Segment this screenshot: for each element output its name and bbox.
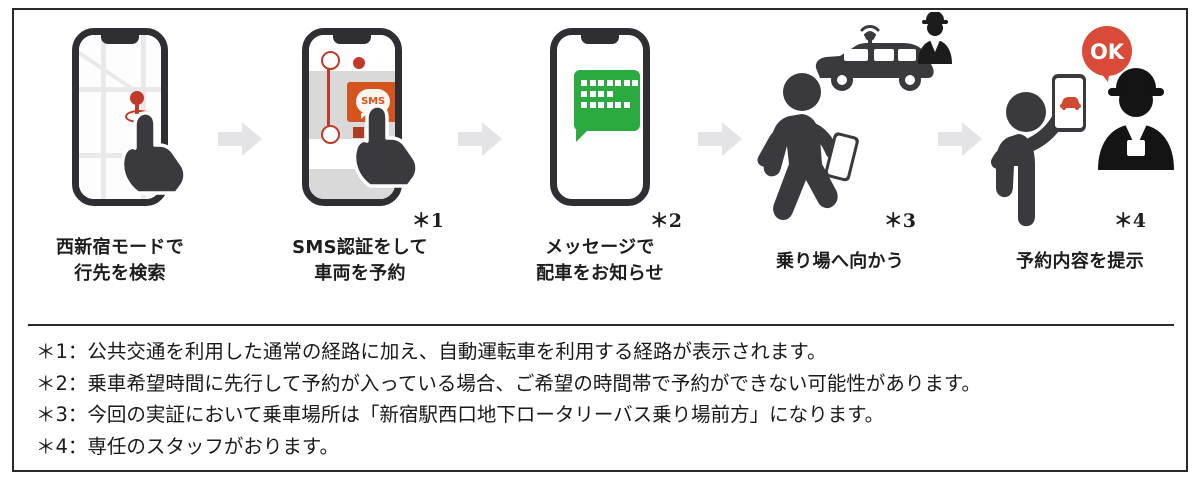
map-road xyxy=(101,35,106,199)
message-screen xyxy=(557,35,643,199)
ok-badge-icon: OK xyxy=(1082,26,1132,82)
footnote-marker-2: ＊2 xyxy=(649,210,682,232)
destination-square xyxy=(353,127,364,138)
passenger-person-icon xyxy=(991,74,1086,227)
flow-step-4-caption: 乗り場へ向かう xyxy=(742,235,938,275)
arrow-right-icon xyxy=(218,122,262,156)
message-text-line xyxy=(581,102,630,108)
content-frame xyxy=(12,8,1188,472)
footnote-item: ＊1：公共交通を利用した通常の経路に加え、自動運転車を利用する経路が表示されます… xyxy=(36,340,827,363)
phone-sms-auth-icon: SMS ＊1 xyxy=(262,10,458,235)
walking-person-icon xyxy=(757,73,859,220)
map-road xyxy=(79,87,161,92)
section-divider xyxy=(28,324,1174,326)
caption-line: 予約内容を提示 xyxy=(1015,251,1145,272)
flow-step-2-caption: SMS認証をして 車両を予約 xyxy=(262,235,458,287)
caption-line: 西新宿モードで xyxy=(55,237,185,258)
phone-notch xyxy=(333,35,371,44)
caption-line: SMS認証をして xyxy=(292,237,428,258)
staff-person-icon xyxy=(1098,68,1174,170)
flow-step-4: ＊3 乗り場へ向かう xyxy=(742,10,952,310)
timeline-node-end xyxy=(321,125,340,144)
phone-notch xyxy=(581,35,619,44)
caption-line: 行先を検索 xyxy=(74,263,166,284)
staff-person-small-icon xyxy=(918,12,952,64)
flow-step-1: 西新宿モードで 行先を検索 xyxy=(22,10,218,310)
phone-message-icon: ＊2 xyxy=(502,10,698,235)
caption-line: 乗り場へ向かう xyxy=(775,251,905,272)
phone-notch xyxy=(101,35,139,44)
footnote-item: ＊4：専任のスタッフがおります。 xyxy=(36,434,339,458)
message-text-line xyxy=(581,80,638,86)
pointing-hand-icon xyxy=(352,104,419,188)
walking-person-car-icon: ＊3 xyxy=(742,10,952,235)
message-text-line xyxy=(581,91,613,97)
pointing-hand-icon xyxy=(120,111,187,195)
footnotes-list: ＊1：公共交通を利用した通常の経路に加え、自動運転車を利用する経路が表示されます… xyxy=(36,336,1172,462)
arrow-right-icon xyxy=(458,122,502,156)
arrow-right-icon xyxy=(698,122,742,156)
footnote-marker-3: ＊3 xyxy=(883,210,916,232)
flow-step-5: OK xyxy=(982,10,1178,310)
flow-step-3-caption: メッセージで 配車をお知らせ xyxy=(502,235,698,287)
footnote-item: ＊2：乗車希望時間に先行して予約が入っている場合、ご希望の時間帯で予約ができない… xyxy=(36,371,981,395)
map-road xyxy=(79,153,161,158)
phone-map-search-icon xyxy=(22,10,218,235)
footnote-item: ＊3：今回の実証において乗車場所は「新宿駅西口地下ロータリーバス乗り場前方」にな… xyxy=(36,403,885,426)
show-reservation-staff-icon: OK xyxy=(982,10,1178,235)
caption-line: 車両を予約 xyxy=(314,263,406,284)
autonomous-vehicle-icon xyxy=(815,25,934,91)
caption-line: 配車をお知らせ xyxy=(536,263,664,284)
timeline-node-start xyxy=(321,51,340,70)
car-thumbnail-icon xyxy=(1060,97,1081,110)
flow-step-2: SMS ＊1 SMS認証をして 車両を予約 xyxy=(262,10,458,310)
flow-step-3: ＊2 メッセージで 配車をお知らせ xyxy=(502,10,698,310)
origin-dot xyxy=(353,57,365,69)
footnote-marker-4: ＊4 xyxy=(1113,210,1146,232)
caption-line: メッセージで xyxy=(545,237,655,258)
footnote-marker-1: ＊1 xyxy=(411,210,444,232)
timeline-track xyxy=(327,57,330,133)
svg-text:OK: OK xyxy=(1090,40,1125,64)
flow-step-1-caption: 西新宿モードで 行先を検索 xyxy=(22,235,218,287)
arrow-right-icon xyxy=(938,122,982,156)
flow-step-5-caption: 予約内容を提示 xyxy=(982,235,1178,275)
process-flow: 西新宿モードで 行先を検索 xyxy=(14,10,1186,320)
message-bubble xyxy=(574,70,640,142)
smartphone-frame xyxy=(550,28,650,206)
